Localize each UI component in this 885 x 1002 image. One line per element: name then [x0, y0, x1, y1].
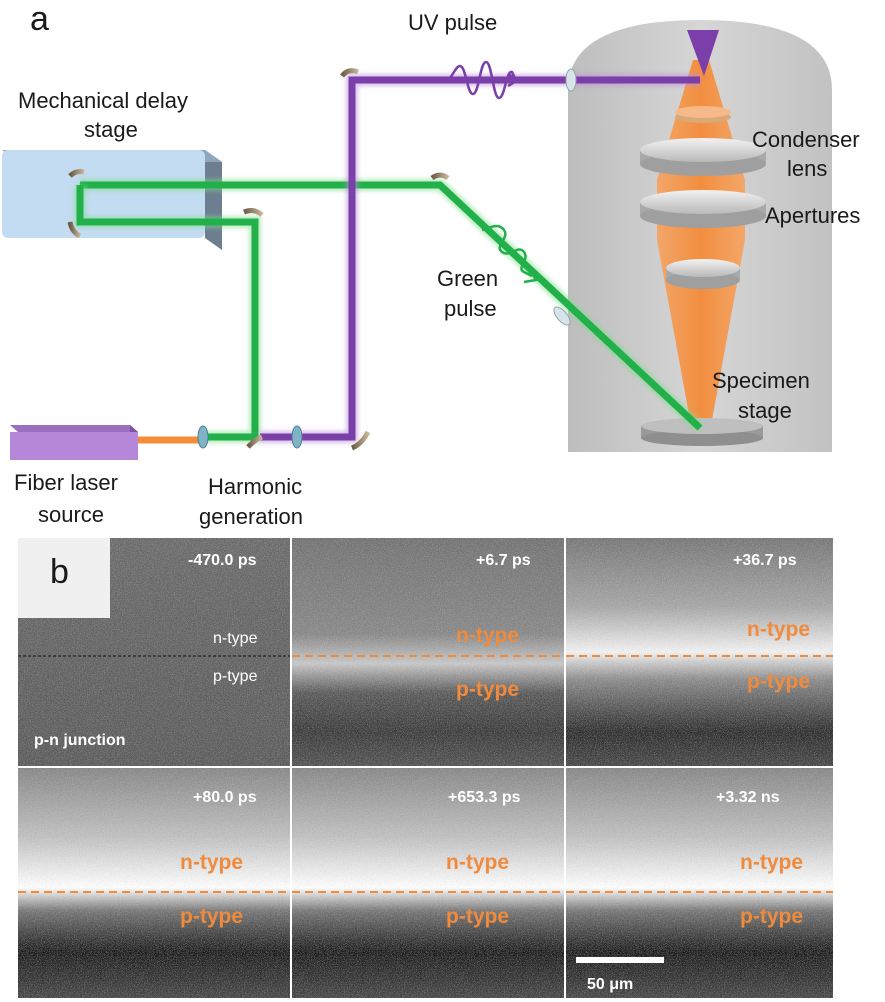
frame-6-p-type: p-type: [740, 905, 803, 928]
fiber-laser-label-line2: source: [38, 502, 104, 527]
condenser-label-line1: Condenser: [752, 127, 860, 152]
green-beam: [74, 179, 705, 443]
frame-5: [292, 768, 564, 998]
specimen-label-line1: Specimen: [712, 368, 810, 393]
delay-stage-label-line1: Mechanical delay: [18, 88, 188, 113]
frame-1-time: -470.0 ps: [188, 552, 257, 569]
frame-6: [566, 768, 833, 998]
panel-b: 50 μm b -470.0 ps +6.7 ps +36.7 ps +80.0…: [18, 538, 833, 998]
fiber-laser-label-line1: Fiber laser: [14, 470, 118, 495]
scale-bar: [576, 957, 664, 963]
frame-1-caption: p-n junction: [34, 732, 126, 749]
small-lens: [666, 259, 740, 289]
uv-pulse-arrow: [507, 72, 521, 88]
green-pulse-arrow: [523, 269, 539, 284]
uv-cone: [687, 30, 719, 76]
frame-1-p-type: p-type: [213, 668, 258, 685]
fiber-laser-source: [10, 425, 138, 460]
frame-2-n-type: n-type: [456, 624, 519, 647]
harmonic-label-line2: generation: [199, 504, 303, 529]
frame-1: [18, 538, 290, 766]
frame-1-n-type: n-type: [213, 630, 258, 647]
uv-pulse-label: UV pulse: [408, 10, 497, 35]
frame-4-n-type: n-type: [180, 851, 243, 874]
green-pulse-label-line2: pulse: [444, 296, 497, 321]
mechanical-delay-stage: [2, 150, 222, 250]
scale-bar-label: 50 μm: [587, 976, 633, 993]
frame-4: [18, 768, 290, 998]
optical-element: [197, 68, 577, 449]
frame-2-time: +6.7 ps: [476, 552, 531, 569]
specimen-label-line2: stage: [738, 398, 792, 423]
frame-6-n-type: n-type: [740, 851, 803, 874]
frame-5-p-type: p-type: [446, 905, 509, 928]
condenser-label-line2: lens: [787, 156, 827, 181]
uv-pulse-icon: [445, 60, 518, 100]
specimen-stage: [641, 418, 763, 446]
harmonic-label-line1: Harmonic: [208, 474, 302, 499]
frame-5-time: +653.3 ps: [448, 789, 521, 806]
panel-a-letter: a: [30, 0, 49, 38]
panel-b-letter: b: [50, 553, 69, 591]
frame-3-n-type: n-type: [747, 618, 810, 641]
frame-2: [292, 538, 564, 766]
green-pulse-icon: [481, 224, 533, 278]
delay-stage-label-line2: stage: [84, 117, 138, 142]
green-pulse-label-line1: Green: [437, 266, 498, 291]
frame-4-time: +80.0 ps: [193, 789, 257, 806]
frame-4-p-type: p-type: [180, 905, 243, 928]
mirror-icon: [67, 68, 450, 451]
frame-3-time: +36.7 ps: [733, 552, 797, 569]
aperture-disk: [640, 190, 766, 228]
condenser-lens-disk-top: [675, 106, 731, 123]
frame-2-p-type: p-type: [456, 678, 519, 701]
frame-6-time: +3.32 ns: [716, 789, 780, 806]
uv-beam: [260, 74, 700, 443]
apertures-label: Apertures: [765, 203, 860, 228]
condenser-lens: [640, 138, 766, 176]
frame-5-n-type: n-type: [446, 851, 509, 874]
frame-3-p-type: p-type: [747, 670, 810, 693]
frame-3: [566, 538, 833, 766]
